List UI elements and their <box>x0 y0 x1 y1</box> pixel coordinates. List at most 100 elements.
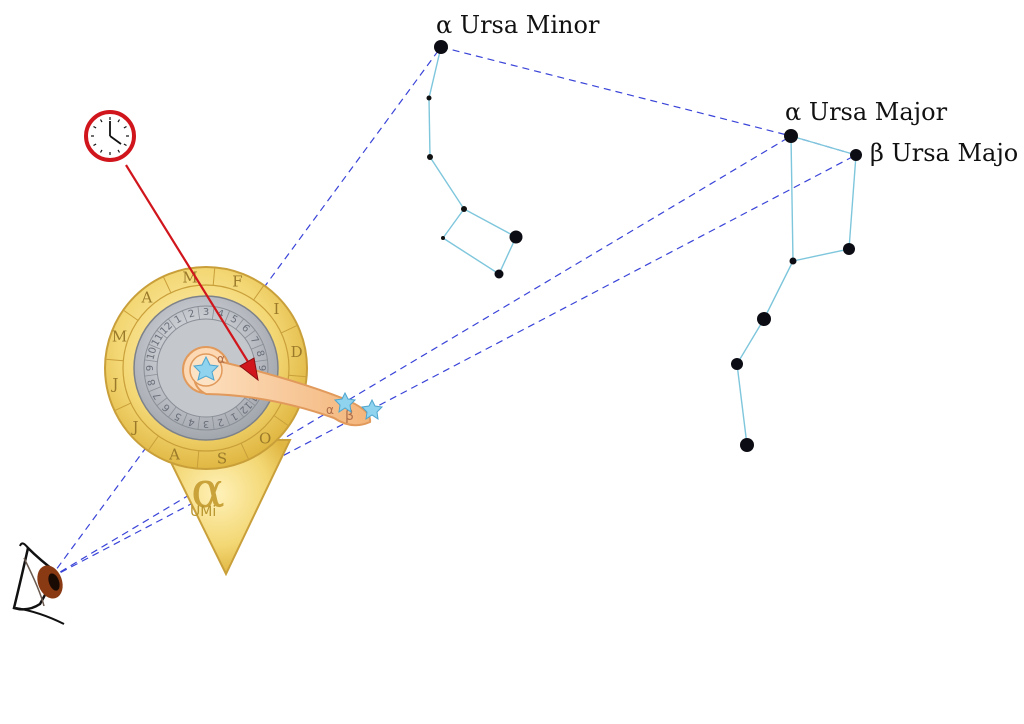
star-uma-zeta <box>731 358 743 370</box>
month-tick <box>114 402 132 412</box>
hour-number: 9 <box>145 365 156 371</box>
pointer-star-beta-icon <box>360 398 384 421</box>
star-uma-epsilon <box>757 312 771 326</box>
hour-tick <box>254 359 268 362</box>
month-tick <box>147 435 159 451</box>
month-tick-marks <box>105 267 307 469</box>
hour-number: 7 <box>152 390 165 401</box>
month-tick <box>253 285 265 301</box>
hour-tick <box>144 359 158 362</box>
month-tick <box>288 374 307 378</box>
star-uma-eta <box>740 438 754 452</box>
star-beta-uma <box>850 149 862 161</box>
hour-tick <box>197 416 200 430</box>
hour-tick <box>167 406 177 418</box>
sight-line-beta-uma <box>49 154 857 579</box>
ursa-major-lines <box>790 135 857 262</box>
hour-number: 9 <box>256 365 267 371</box>
star-umi-2 <box>426 95 432 101</box>
month-letter: J <box>130 418 138 436</box>
hour-number: 10 <box>145 346 159 361</box>
label-alpha-ursa-minor: α Ursa Minor <box>436 11 600 39</box>
star-uma-delta <box>789 257 797 265</box>
ursa-minor-lines <box>428 46 517 276</box>
month-tick <box>105 358 124 362</box>
hour-number: 2 <box>216 415 225 427</box>
red-time-arrow <box>125 164 259 382</box>
hour-number: 1 <box>173 314 184 327</box>
star-umi-6 <box>494 269 504 279</box>
hour-number: 5 <box>173 410 184 423</box>
eye-icon <box>12 542 65 625</box>
hour-tick <box>224 413 231 426</box>
hour-tick <box>181 413 188 426</box>
month-tick <box>162 276 172 294</box>
star-umi-kochab <box>509 230 523 244</box>
label-beta-ursa-major: β Ursa Majo <box>870 139 1018 167</box>
clock-icon <box>84 110 136 162</box>
month-letter: F <box>232 273 242 291</box>
hour-tick <box>144 374 158 377</box>
instrument-umi-text: UMi <box>190 504 216 520</box>
star-uma-gamma <box>843 243 855 255</box>
star-alpha-uma <box>784 129 798 143</box>
month-tick <box>123 309 139 321</box>
hour-number: 7 <box>248 335 261 346</box>
month-letter: A <box>140 289 152 307</box>
hour-tick <box>167 318 177 330</box>
sight-line-pole-to-alpha <box>440 46 792 137</box>
ursa-major-constellation <box>731 129 862 452</box>
star-umi-3 <box>427 154 433 160</box>
month-tick <box>196 450 200 469</box>
hour-tick <box>235 406 245 418</box>
outer-ring-inner-edge <box>122 284 290 452</box>
hour-number: 8 <box>253 349 265 358</box>
ursa-major-handle-lines <box>736 260 794 446</box>
hour-number: 3 <box>203 307 209 318</box>
star-umi-7 <box>441 236 445 240</box>
hour-tick <box>156 397 168 407</box>
month-letter: J <box>110 375 118 393</box>
hour-tick <box>235 318 245 330</box>
hour-tick <box>244 397 256 407</box>
arm-alpha-label: α <box>326 403 334 417</box>
hour-tick <box>148 343 161 350</box>
ursa-minor-constellation <box>426 40 523 279</box>
hour-tick <box>244 329 256 339</box>
month-tick <box>240 442 250 460</box>
month-tick <box>273 415 289 427</box>
star-alpha-umi <box>434 40 448 54</box>
arm-pointer-mark: α <box>217 352 225 366</box>
month-tick <box>280 324 298 334</box>
star-umi-4 <box>461 206 467 212</box>
month-tick <box>212 267 216 286</box>
instrument-alpha-symbol: α <box>191 461 225 519</box>
hour-tick <box>251 343 264 350</box>
hour-tick <box>197 306 200 320</box>
arm-beta-label: β <box>345 408 354 424</box>
center-star-icon <box>192 355 220 381</box>
hour-tick <box>156 329 168 339</box>
month-letter: A <box>168 446 180 464</box>
hour-tick <box>181 310 188 323</box>
hour-number: 1 <box>228 410 239 423</box>
month-letter: O <box>259 430 271 448</box>
hour-tick <box>148 386 161 393</box>
label-alpha-ursa-major: α Ursa Major <box>785 98 948 126</box>
hour-tick <box>212 416 215 430</box>
month-letter: I <box>274 300 280 318</box>
pointer-arm <box>193 358 372 427</box>
month-letter: S <box>217 450 227 468</box>
hour-number: 4 <box>216 308 225 320</box>
nocturnal-instrument: α UMi MAMFIDNOSAJJ 123456789101112123456… <box>104 266 384 577</box>
hour-tick <box>224 310 231 323</box>
hour-number: 2 <box>187 308 196 320</box>
pointer-star-alpha-icon <box>333 391 357 414</box>
month-letter: D <box>291 343 303 361</box>
hour-number: 5 <box>228 314 239 327</box>
hour-number: 3 <box>203 418 209 429</box>
hour-number: 4 <box>187 415 196 427</box>
month-letter: M <box>112 328 127 346</box>
hour-number: 8 <box>146 378 158 387</box>
